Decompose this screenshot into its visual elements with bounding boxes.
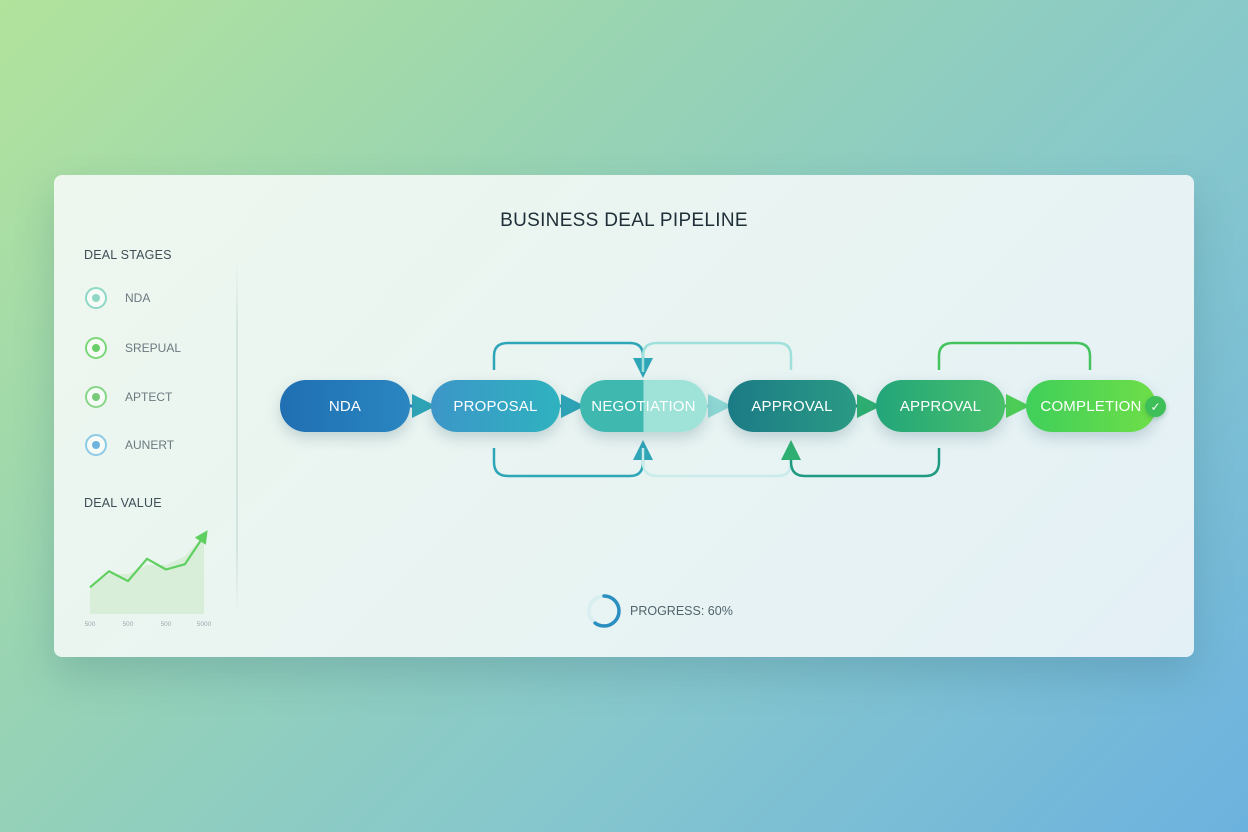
loop-connector bbox=[641, 448, 793, 478]
stage-legend-item[interactable]: NDA bbox=[85, 287, 225, 315]
progress-arc bbox=[587, 594, 621, 628]
stage-pill-proposal[interactable]: PROPOSAL bbox=[431, 380, 560, 432]
stage-legend-label: APTECT bbox=[125, 390, 173, 404]
deal-value-tick-label: 5000 bbox=[197, 621, 212, 628]
stage-dot-icon bbox=[85, 337, 107, 359]
loop-connector bbox=[781, 440, 941, 478]
deal-value-tick-label: 500 bbox=[123, 621, 134, 628]
stage-legend-label: AUNERT bbox=[125, 438, 175, 452]
progress-label: PROGRESS: 60% bbox=[630, 604, 733, 618]
stage-pill-approval-2[interactable]: APPROVAL bbox=[876, 380, 1005, 432]
progress-ring bbox=[587, 594, 621, 628]
deal-stages-heading: DEAL STAGES bbox=[84, 248, 172, 262]
deal-value-tick-label: 500 bbox=[161, 621, 172, 628]
loop-connector bbox=[492, 341, 653, 378]
stage-dot-icon bbox=[85, 287, 107, 309]
stage-legend-item[interactable]: SREPUAL bbox=[85, 337, 225, 365]
deal-value-area bbox=[90, 535, 204, 614]
check-icon: ✓ bbox=[1145, 396, 1166, 417]
stage-dot-icon bbox=[85, 386, 107, 408]
deal-value-line bbox=[89, 530, 208, 589]
stage-pill-completion[interactable]: COMPLETION bbox=[1026, 380, 1156, 432]
stage-legend-label: NDA bbox=[125, 291, 151, 305]
loop-connector bbox=[641, 341, 793, 372]
loop-connector bbox=[492, 440, 653, 478]
page-title: BUSINESS DEAL PIPELINE bbox=[500, 210, 748, 231]
stage-legend-item[interactable]: AUNERT bbox=[85, 434, 225, 462]
stage-pill-negotiation[interactable]: NEGOTIATION bbox=[580, 380, 707, 432]
deal-value-chart: 500 500 500 5000 bbox=[85, 530, 212, 628]
stage-legend-label: SREPUAL bbox=[125, 341, 182, 355]
deal-value-heading: DEAL VALUE bbox=[84, 496, 162, 510]
stage-dot-icon bbox=[85, 434, 107, 456]
sidebar-divider bbox=[236, 260, 238, 615]
loop-connector bbox=[937, 341, 1092, 370]
deal-value-tick-label: 500 bbox=[85, 621, 96, 628]
stage-legend-item[interactable]: APTECT bbox=[85, 386, 225, 414]
stage-pill-approval[interactable]: APPROVAL bbox=[728, 380, 856, 432]
stage-pill-nda[interactable]: NDA bbox=[280, 380, 410, 432]
